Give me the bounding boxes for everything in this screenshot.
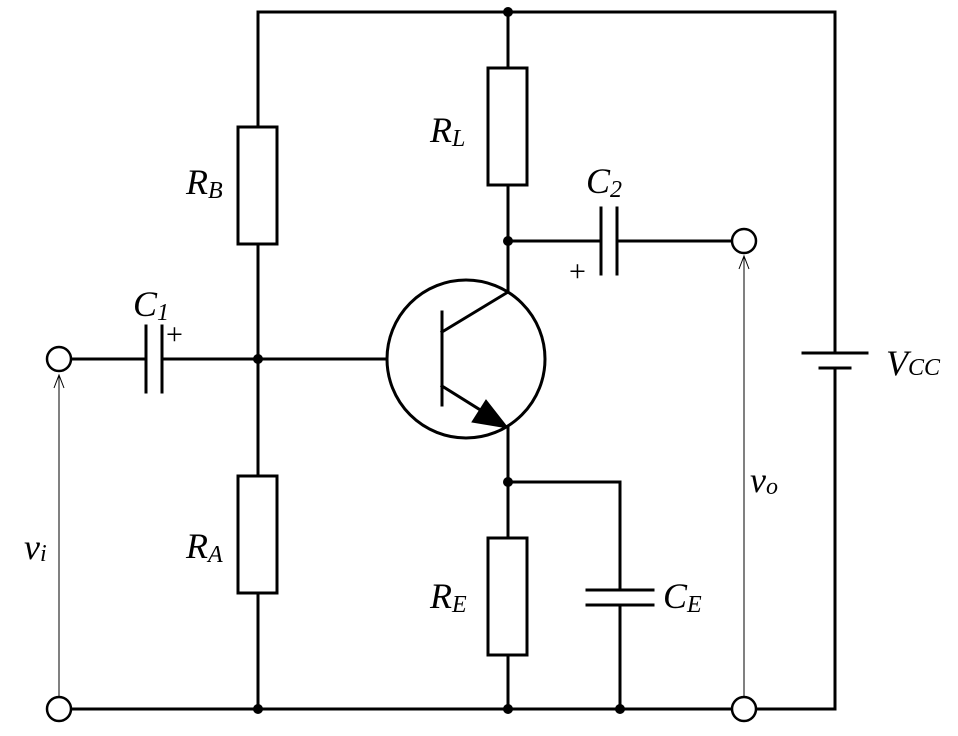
resistor-ra: [236, 474, 279, 595]
junction-dot: [503, 477, 513, 487]
junction-dot: [615, 704, 625, 714]
junction-dot: [503, 7, 513, 17]
c2-plus-mark: +: [569, 255, 586, 288]
vi-arrow-head: [53, 373, 65, 389]
label-c2: C2: [586, 161, 622, 203]
label-vcc: VCC: [886, 343, 941, 383]
output-terminal-bottom: [730, 695, 758, 723]
input-terminal-bottom: [45, 695, 73, 723]
junction-dot: [503, 704, 513, 714]
resistor-re: [486, 536, 529, 657]
output-terminal-top: [730, 227, 758, 255]
label-rb: RB: [185, 162, 223, 204]
label-c1: C1: [133, 284, 169, 326]
label-ce: CE: [663, 576, 702, 618]
transistor-body: [385, 278, 547, 440]
input-terminal-top: [45, 345, 73, 373]
label-re: RE: [429, 576, 467, 618]
c1-plus-mark: +: [166, 318, 183, 351]
junction-dot: [503, 236, 513, 246]
transistor-collector-lead: [439, 289, 511, 335]
label-rl: RL: [429, 110, 465, 152]
label-vi: vi: [24, 527, 47, 567]
label-vo: vo: [750, 460, 778, 500]
resistor-rb: [236, 125, 279, 246]
emitter-arrow: [471, 399, 510, 429]
junction-dot: [253, 704, 263, 714]
junction-dot: [253, 354, 263, 364]
resistor-rl: [486, 66, 529, 187]
label-ra: RA: [185, 526, 223, 568]
vo-arrow-head: [738, 254, 750, 270]
